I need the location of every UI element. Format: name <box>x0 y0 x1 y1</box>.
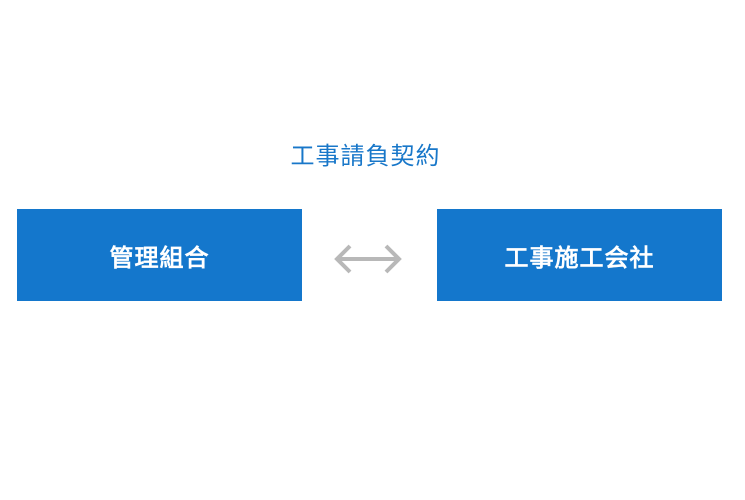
party-label-left: 管理組合 <box>109 243 210 272</box>
contract-type-label: 工事請負契約 <box>290 142 441 170</box>
arrow-head-left <box>334 244 352 274</box>
arrow-head-right <box>384 244 402 274</box>
party-label-right: 工事施工会社 <box>504 243 655 272</box>
party-box-management-association: 管理組合 <box>17 209 302 301</box>
party-box-construction-company: 工事施工会社 <box>437 209 722 301</box>
double-arrow-icon <box>334 244 402 274</box>
